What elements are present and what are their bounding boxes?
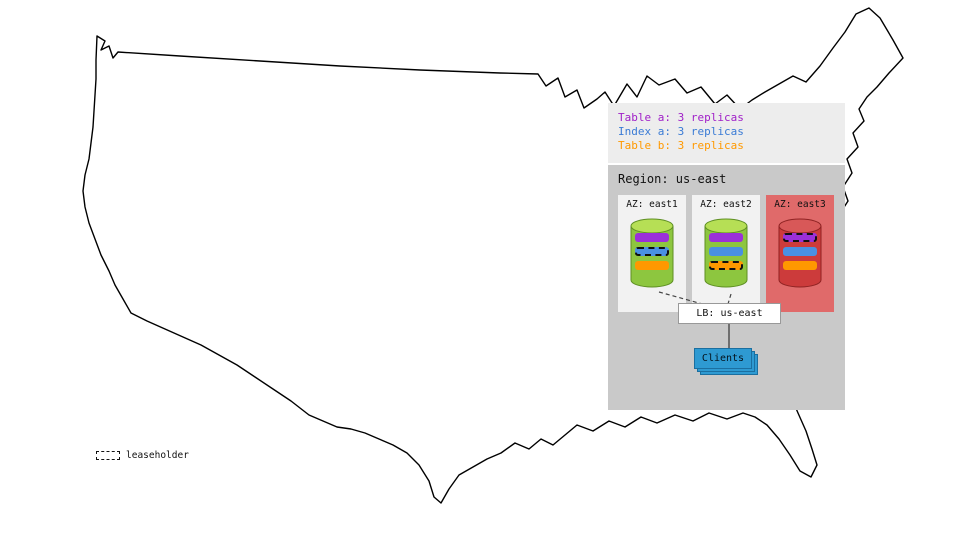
leaseholder-dashed-swatch-icon: [96, 451, 120, 460]
replica-index-a: [783, 247, 817, 256]
az-east1: AZ: east1: [618, 195, 686, 312]
replica-table-b: [635, 261, 669, 270]
az-east3-label: AZ: east3: [774, 199, 826, 210]
az-east2: AZ: east2: [692, 195, 760, 312]
load-balancer-box: LB: us-east: [678, 303, 781, 324]
az-east2-label: AZ: east2: [700, 199, 752, 210]
leaseholder-key-label: leaseholder: [126, 450, 189, 461]
clients-stack: Clients: [694, 348, 760, 378]
replica-table-a: [709, 233, 743, 242]
replica-index-a-leaseholder: [635, 247, 669, 256]
replica-legend-box: Table a: 3 replicas Index a: 3 replicas …: [608, 103, 845, 163]
replica-table-b-leaseholder: [709, 261, 743, 270]
replica-table-b: [783, 261, 817, 270]
replica-index-a: [709, 247, 743, 256]
az-east1-label: AZ: east1: [626, 199, 678, 210]
region-title: Region: us-east: [618, 172, 727, 186]
legend-table-a: Table a: 3 replicas: [618, 111, 744, 124]
leaseholder-key: leaseholder: [96, 450, 189, 461]
legend-index-a: Index a: 3 replicas: [618, 125, 744, 138]
clients-box: Clients: [694, 348, 752, 369]
legend-table-b: Table b: 3 replicas: [618, 139, 744, 152]
replica-table-a: [635, 233, 669, 242]
replica-table-a-leaseholder: [783, 233, 817, 242]
az-east3: AZ: east3: [766, 195, 834, 312]
